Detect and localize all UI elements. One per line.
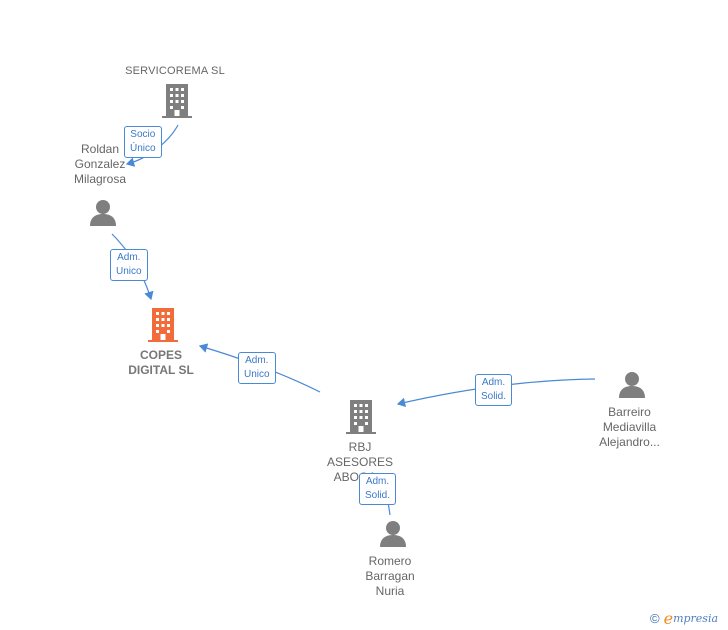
person-icon[interactable] bbox=[88, 198, 118, 228]
edge-label-adm-solid-romero: Adm. Solid. bbox=[359, 473, 397, 505]
edge-label-adm-unico-roldan: Adm. Unico bbox=[110, 249, 148, 281]
edge-label-adm-solid-barreiro: Adm. Solid. bbox=[475, 374, 513, 406]
copyright-symbol: © bbox=[650, 611, 660, 626]
person-icon[interactable] bbox=[378, 519, 408, 549]
building-icon[interactable] bbox=[346, 400, 376, 434]
building-icon[interactable] bbox=[162, 84, 192, 118]
empresia-logo-text: mpresia bbox=[673, 612, 719, 625]
edge-label-adm-unico-rbj: Adm. Unico bbox=[238, 352, 276, 384]
edge-label-socio-unico: Socio Único bbox=[124, 126, 162, 158]
node-label-copes: COPES DIGITAL SL bbox=[128, 348, 194, 377]
node-label-roldan: Roldan Gonzalez Milagrosa bbox=[73, 142, 127, 186]
node-label-servicorema: SERVICOREMA SL bbox=[125, 65, 225, 77]
building-icon-main[interactable] bbox=[148, 308, 178, 342]
node-label-barreiro: Barreiro Mediavilla Alejandro... bbox=[599, 405, 660, 449]
node-label-romero: Romero Barragan Nuria bbox=[365, 554, 415, 598]
empresia-logo-e: e bbox=[663, 609, 674, 628]
person-icon[interactable] bbox=[617, 370, 647, 400]
